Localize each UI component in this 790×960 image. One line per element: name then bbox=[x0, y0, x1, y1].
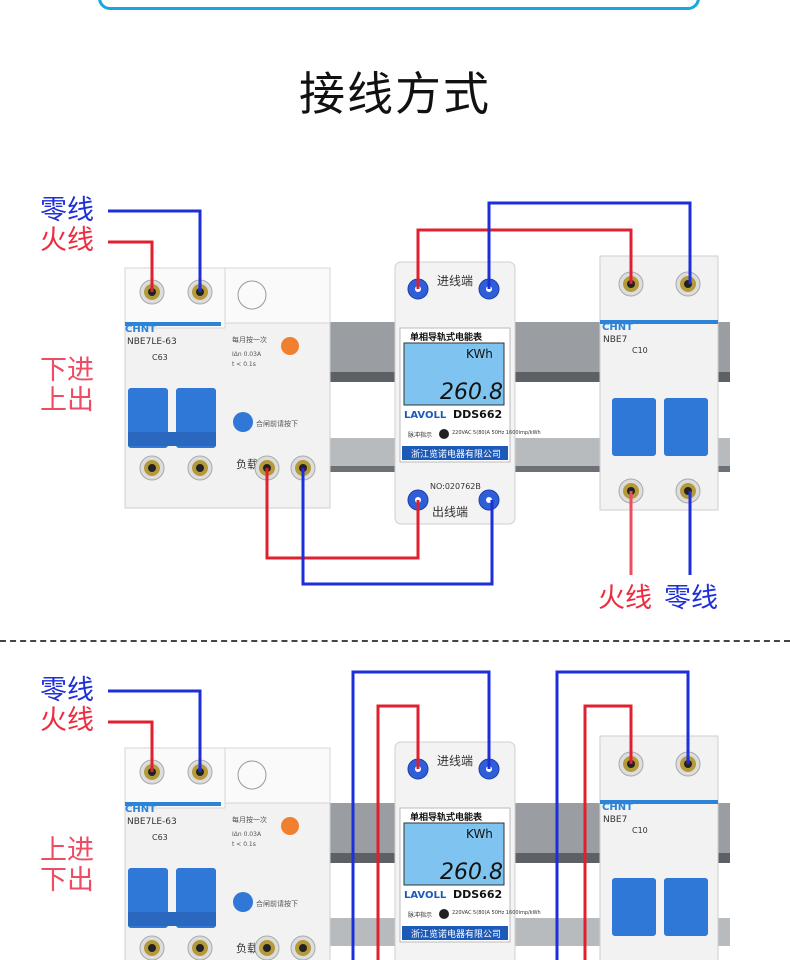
section-1: CHNT NBE7LE-63 C63 每月按一次 IΔn 0.03A t < 0… bbox=[108, 201, 730, 586]
energy-meter: 进线端 单相导轨式电能表 KWh 260.8 LAVOLL DDS662 脉冲指… bbox=[394, 741, 541, 960]
rcbo-current: IΔn 0.03A bbox=[232, 831, 262, 838]
page-title: 接线方式 bbox=[299, 67, 491, 121]
meter-lcd bbox=[403, 342, 505, 406]
rcbo-rating: C63 bbox=[152, 353, 168, 362]
rcbo-brand: CHNT bbox=[125, 804, 156, 815]
mcb-brand: CHNT bbox=[602, 322, 633, 333]
rcbo-test-note: 每月按一次 bbox=[232, 335, 267, 344]
mcb-breaker: CHNT NBE7 C10 bbox=[599, 735, 719, 960]
rcbo-breaker: CHNT NBE7LE-63 C63 每月按一次 IΔn 0.03A t < 0… bbox=[124, 267, 331, 509]
neutral-wire bbox=[108, 689, 202, 772]
meter-maker: 浙江览诺电器有限公司 bbox=[411, 448, 501, 460]
section-divider bbox=[0, 640, 790, 642]
live-label: 火线 bbox=[40, 225, 94, 256]
rcbo-time: t < 0.1s bbox=[232, 841, 256, 848]
neutral-wire bbox=[301, 468, 494, 586]
neutral-label: 零线 bbox=[664, 583, 718, 614]
meter-model: DDS662 bbox=[453, 408, 502, 421]
rcbo-model: NBE7LE-63 bbox=[127, 337, 177, 347]
mcb-model: NBE7 bbox=[603, 815, 627, 825]
mcb-rating: C10 bbox=[632, 346, 648, 355]
meter-pulse-label: 脉冲指示 bbox=[408, 431, 432, 439]
meter-pulse-label: 脉冲指示 bbox=[408, 911, 432, 919]
wires-section-1 bbox=[108, 201, 692, 586]
meter-unit: KWh bbox=[466, 347, 493, 361]
meter-unit: KWh bbox=[466, 827, 493, 841]
meter-heading: 单相导轨式电能表 bbox=[410, 811, 483, 823]
pulse-led-icon bbox=[439, 909, 449, 919]
meter-lcd bbox=[403, 822, 505, 886]
live-wire bbox=[108, 720, 154, 772]
neutral-label: 零线 bbox=[40, 675, 94, 706]
live-label: 火线 bbox=[40, 705, 94, 736]
rcbo-rating: C63 bbox=[152, 833, 168, 842]
meter-reading: 260.8 bbox=[440, 380, 503, 405]
wires-section-2 bbox=[108, 670, 690, 960]
reset-button-icon bbox=[233, 892, 253, 912]
rcbo-current: IΔn 0.03A bbox=[232, 351, 262, 358]
live-wire bbox=[108, 240, 154, 292]
direction-label: 下进 上出 bbox=[40, 355, 94, 416]
meter-spec: 220VAC 5(80)A 50Hz 1600imp/kWh bbox=[452, 430, 541, 436]
section-2: CHNT NBE7LE-63 C63 每月按一次 IΔn 0.03A t < 0… bbox=[108, 670, 730, 960]
meter-in-label: 进线端 bbox=[437, 274, 473, 288]
rcbo-close-note: 合闸前请按下 bbox=[256, 899, 298, 908]
rcbo-brand: CHNT bbox=[125, 324, 156, 335]
meter-out-label: 出线端 bbox=[432, 505, 468, 519]
test-button-icon bbox=[281, 817, 299, 835]
neutral-wire bbox=[351, 670, 491, 960]
neutral-wire bbox=[555, 670, 690, 960]
live-label: 火线 bbox=[598, 583, 652, 614]
rcbo-test-note: 每月按一次 bbox=[232, 815, 267, 824]
live-wire bbox=[416, 228, 633, 289]
meter-in-label: 进线端 bbox=[437, 754, 473, 768]
meter-serial: NO:020762B bbox=[430, 482, 481, 491]
energy-meter: 进线端 单相导轨式电能表 KWh 260.8 LAVOLL DDS662 脉冲指… bbox=[394, 261, 541, 525]
rcbo-model: NBE7LE-63 bbox=[127, 817, 177, 827]
rcbo-breaker: CHNT NBE7LE-63 C63 每月按一次 IΔn 0.03A t < 0… bbox=[124, 747, 331, 960]
handle-icon bbox=[612, 878, 656, 936]
meter-spec: 220VAC 5(80)A 50Hz 1600imp/kWh bbox=[452, 910, 541, 916]
handle-icon bbox=[612, 398, 656, 456]
mcb-brand: CHNT bbox=[602, 802, 633, 813]
meter-model: DDS662 bbox=[453, 888, 502, 901]
meter-reading: 260.8 bbox=[440, 860, 503, 885]
meter-maker: 浙江览诺电器有限公司 bbox=[411, 928, 501, 940]
live-wire bbox=[265, 468, 420, 560]
meter-brand: LAVOLL bbox=[404, 890, 447, 901]
live-wire bbox=[583, 704, 633, 960]
meter-heading: 单相导轨式电能表 bbox=[410, 331, 483, 343]
rcbo-close-note: 合闸前请按下 bbox=[256, 419, 298, 428]
neutral-wire bbox=[487, 201, 692, 289]
direction-label: 上进 下出 bbox=[40, 835, 94, 896]
meter-brand: LAVOLL bbox=[404, 410, 447, 421]
mcb-model: NBE7 bbox=[603, 335, 627, 345]
rcbo-time: t < 0.1s bbox=[232, 361, 256, 368]
mcb-breaker: CHNT NBE7 C10 bbox=[599, 255, 719, 511]
reset-button-icon bbox=[233, 412, 253, 432]
pulse-led-icon bbox=[439, 429, 449, 439]
neutral-wire bbox=[108, 209, 202, 292]
live-wire bbox=[376, 704, 420, 960]
neutral-label: 零线 bbox=[40, 195, 94, 226]
test-button-icon bbox=[281, 337, 299, 355]
mcb-rating: C10 bbox=[632, 826, 648, 835]
